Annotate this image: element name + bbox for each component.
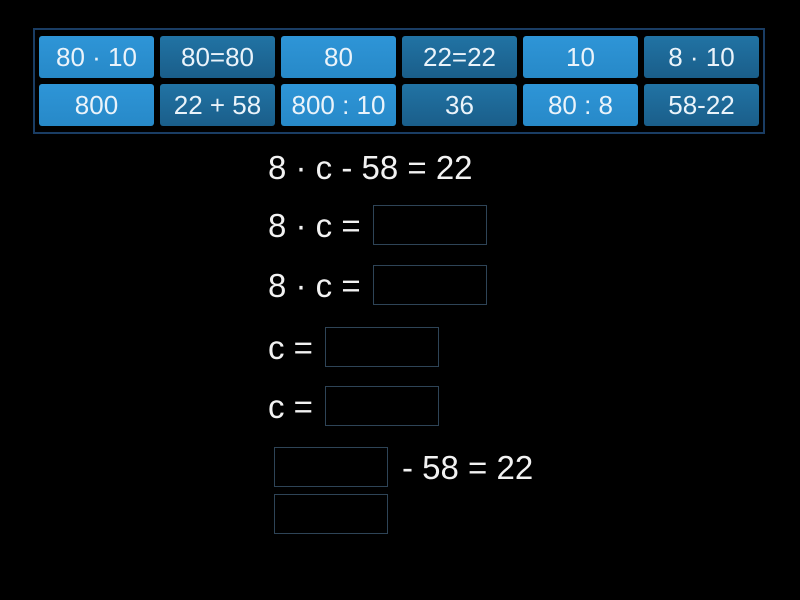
step-suffix: - 58 = 22: [402, 448, 534, 486]
equation-step-row: 8 · c =: [268, 204, 487, 246]
equation-title: 8 · c - 58 = 22: [268, 148, 473, 186]
step-prefix: c =: [268, 328, 313, 366]
answer-tile[interactable]: 80 : 8: [523, 84, 638, 126]
equation-step-row: c =: [268, 326, 439, 368]
answer-tile-board: 80 · 10 80=80 80 22=22 10 8 · 10 800 22 …: [33, 28, 765, 134]
answer-tile[interactable]: 22 + 58: [160, 84, 275, 126]
step-prefix: 8 · c =: [268, 206, 361, 244]
answer-tile[interactable]: 36: [402, 84, 517, 126]
equation-step-row: 8 · c =: [268, 264, 487, 306]
answer-tile[interactable]: 80 · 10: [39, 36, 154, 78]
answer-tile[interactable]: 22=22: [402, 36, 517, 78]
equation-step-row: c =: [268, 385, 439, 427]
answer-slot[interactable]: [372, 205, 487, 245]
answer-slot[interactable]: [274, 494, 388, 534]
step-prefix: c =: [268, 387, 313, 425]
answer-tile[interactable]: 10: [523, 36, 638, 78]
equation-step-row: - 58 = 22: [274, 446, 533, 488]
step-prefix: 8 · c =: [268, 266, 361, 304]
answer-tile[interactable]: 800 : 10: [281, 84, 396, 126]
answer-slot[interactable]: [274, 447, 388, 487]
answer-tile[interactable]: 8 · 10: [644, 36, 759, 78]
equation-step-row: [274, 493, 388, 535]
answer-tile[interactable]: 58-22: [644, 84, 759, 126]
answer-tile[interactable]: 800: [39, 84, 154, 126]
answer-slot[interactable]: [324, 386, 439, 426]
answer-tile[interactable]: 80: [281, 36, 396, 78]
answer-slot[interactable]: [372, 265, 487, 305]
answer-slot[interactable]: [324, 327, 439, 367]
answer-tile[interactable]: 80=80: [160, 36, 275, 78]
